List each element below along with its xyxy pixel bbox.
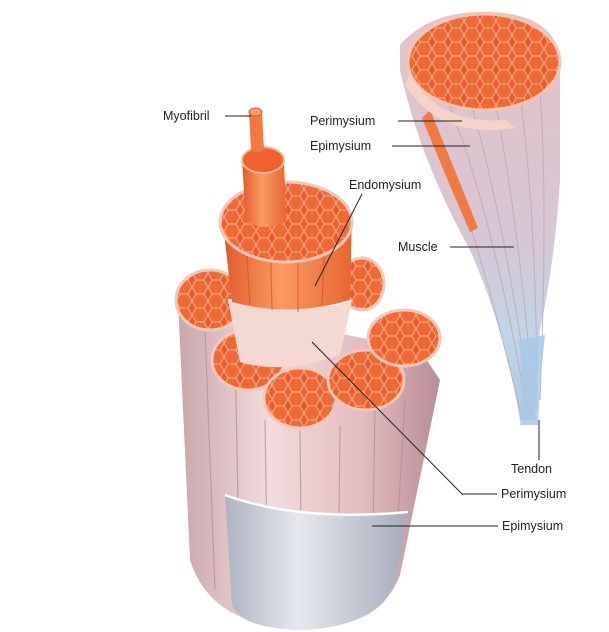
label-epimysium-top: Epimysium: [310, 139, 371, 153]
muscle-fiber-top: [242, 147, 284, 173]
muscle-cross-section: [408, 14, 560, 110]
label-muscle: Muscle: [398, 240, 438, 254]
fascicle-top-5: [368, 310, 440, 366]
label-tendon: Tendon: [511, 462, 552, 476]
label-epimysium-bottom: Epimysium: [502, 519, 563, 533]
fascicle-top-3: [264, 368, 336, 428]
label-perimysium-bottom: Perimysium: [501, 487, 566, 501]
label-perimysium-top: Perimysium: [310, 114, 375, 128]
label-myofibril: Myofibril: [163, 109, 210, 123]
epimysium-band: [225, 495, 408, 630]
myofibril-top: [249, 108, 262, 116]
myofibril: [249, 112, 264, 152]
label-endomysium: Endomysium: [349, 178, 421, 192]
perimysium-sleeve: [228, 300, 352, 367]
